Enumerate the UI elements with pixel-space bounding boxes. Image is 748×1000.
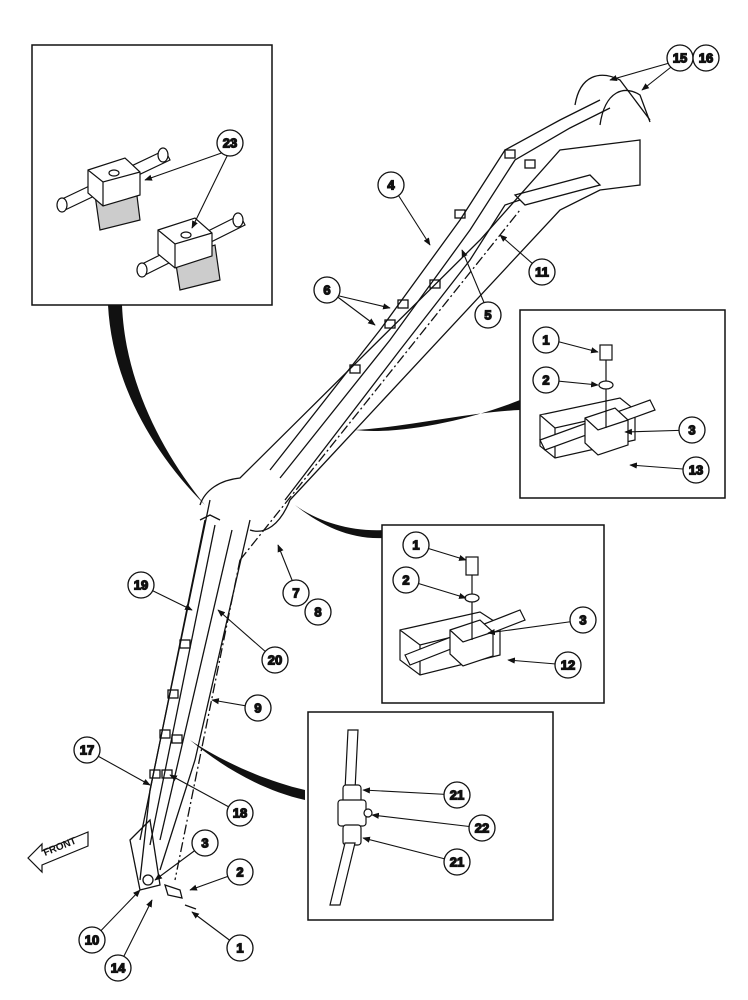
- svg-text:10: 10: [85, 933, 99, 948]
- svg-text:23: 23: [223, 136, 237, 151]
- callout-11: 11: [528, 258, 556, 286]
- callout-8: 8: [304, 598, 332, 626]
- svg-text:3: 3: [688, 423, 695, 438]
- svg-text:20: 20: [268, 653, 282, 668]
- callout-21-lower: 21: [443, 848, 471, 876]
- callout-23: 23: [216, 129, 244, 157]
- svg-text:1: 1: [542, 333, 549, 348]
- callout-3-detail-13: 3: [678, 416, 706, 444]
- callout-21-upper: 21: [443, 781, 471, 809]
- svg-text:18: 18: [233, 806, 247, 821]
- svg-text:4: 4: [387, 178, 395, 193]
- detail-leader-swoosh-right-upper: [355, 400, 520, 431]
- callout-2-detail-12: 2: [392, 566, 420, 594]
- svg-text:5: 5: [484, 308, 491, 323]
- svg-text:2: 2: [236, 865, 243, 880]
- callout-17: 17: [73, 736, 101, 764]
- detail-leader-swoosh-top: [108, 305, 205, 505]
- callout-10: 10: [78, 926, 106, 954]
- svg-text:13: 13: [689, 463, 703, 478]
- callout-13: 13: [682, 456, 710, 484]
- svg-text:1: 1: [412, 538, 419, 553]
- detail-leader-swoosh-lower: [190, 740, 305, 800]
- callout-6: 6: [313, 276, 341, 304]
- callout-9: 9: [244, 694, 272, 722]
- detail-box-clamp-top: [31, 44, 273, 306]
- svg-text:12: 12: [561, 658, 575, 673]
- clamp-illustration-1: [56, 147, 171, 231]
- callout-16: 16: [692, 44, 720, 72]
- callout-1-detail-12: 1: [402, 531, 430, 559]
- svg-text:6: 6: [323, 283, 330, 298]
- svg-text:14: 14: [111, 961, 126, 976]
- svg-text:22: 22: [475, 821, 489, 836]
- svg-text:2: 2: [402, 573, 409, 588]
- callout-20: 20: [261, 646, 289, 674]
- svg-text:2: 2: [542, 373, 549, 388]
- svg-text:8: 8: [314, 605, 321, 620]
- svg-text:11: 11: [535, 265, 549, 280]
- callouts: 23 4 6 5 11 15 16 1 2 3 13 1 2 3 12 7 8 …: [73, 44, 720, 982]
- callout-15: 15: [666, 44, 694, 72]
- callout-22: 22: [468, 814, 496, 842]
- callout-14: 14: [104, 954, 132, 982]
- callout-2-detail-13: 2: [532, 366, 560, 394]
- front-direction-arrow: FRONT: [27, 831, 89, 874]
- svg-text:7: 7: [292, 586, 299, 601]
- svg-text:21: 21: [450, 788, 464, 803]
- callout-3-bucket: 3: [191, 829, 219, 857]
- svg-text:9: 9: [254, 701, 261, 716]
- svg-text:15: 15: [673, 51, 687, 66]
- callout-4: 4: [377, 171, 405, 199]
- boom-assembly: [129, 74, 651, 910]
- callout-3-detail-12: 3: [569, 606, 597, 634]
- detail-box-valve: [307, 711, 554, 921]
- svg-text:17: 17: [80, 743, 94, 758]
- clamp-illustration-2: [136, 212, 246, 291]
- callout-19: 19: [127, 571, 155, 599]
- svg-text:16: 16: [699, 51, 713, 66]
- callout-18: 18: [226, 799, 254, 827]
- callout-5: 5: [474, 301, 502, 329]
- detail-leader-swoosh-right-middle: [295, 505, 385, 539]
- callout-12: 12: [554, 651, 582, 679]
- callout-2-bucket: 2: [226, 858, 254, 886]
- svg-text:3: 3: [579, 613, 586, 628]
- callout-1-detail-13: 1: [532, 326, 560, 354]
- svg-text:1: 1: [236, 941, 243, 956]
- svg-text:21: 21: [450, 855, 464, 870]
- callout-1-bucket: 1: [226, 934, 254, 962]
- svg-text:19: 19: [134, 578, 148, 593]
- svg-text:3: 3: [201, 836, 208, 851]
- callout-7: 7: [282, 579, 310, 607]
